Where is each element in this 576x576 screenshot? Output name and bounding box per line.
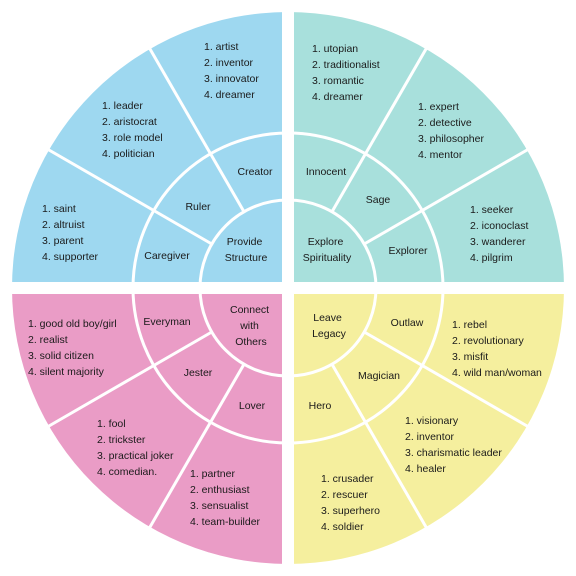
center-label-connect-with-others: Connect with Others bbox=[230, 304, 272, 348]
archetype-label-outlaw: Outlaw bbox=[391, 317, 424, 329]
center-label-leave-legacy: Leave Legacy bbox=[312, 312, 347, 340]
archetype-label-caregiver: Caregiver bbox=[144, 250, 190, 262]
spoke-line-60 bbox=[330, 46, 429, 213]
trait-list-innocent: 1. utopian 2. traditionalist 3. romantic… bbox=[312, 43, 383, 103]
archetype-label-jester: Jester bbox=[184, 367, 213, 379]
trait-list-caregiver: 1. saint 2. altruist 3. parent 4. suppor… bbox=[42, 203, 99, 263]
spoke-line-330 bbox=[363, 330, 530, 429]
archetype-label-lover: Lover bbox=[239, 400, 266, 412]
archetype-label-magician: Magician bbox=[358, 370, 400, 382]
archetype-label-sage: Sage bbox=[366, 194, 391, 206]
archetype-label-everyman: Everyman bbox=[143, 316, 190, 328]
trait-list-explorer: 1. seeker 2. iconoclast 3. wanderer 4. p… bbox=[470, 204, 531, 264]
trait-list-magician: 1. visionary 2. inventor 3. charismatic … bbox=[405, 415, 505, 475]
trait-list-ruler: 1. leader 2. aristocrat 3. role model 4.… bbox=[102, 100, 166, 160]
spoke-line-240 bbox=[147, 363, 246, 530]
center-label-explore-spirituality: Explore Spirituality bbox=[303, 236, 352, 264]
trait-list-everyman: 1. good old boy/girl 2. realist 3. solid… bbox=[28, 318, 120, 378]
quadrant-connect-with-others bbox=[12, 288, 288, 564]
quadrant-fill-pink bbox=[12, 288, 288, 564]
center-label-provide-structure: Provide Structure bbox=[225, 236, 268, 264]
spoke-line-210 bbox=[46, 330, 213, 429]
trait-list-lover: 1. partner 2. enthusiast 3. sensualist 4… bbox=[190, 468, 261, 528]
spoke-line-300 bbox=[330, 363, 429, 530]
archetype-label-creator: Creator bbox=[237, 166, 273, 178]
archetype-label-hero: Hero bbox=[309, 400, 332, 412]
wheel-labels: Provide Structure Explore Spirituality C… bbox=[28, 41, 542, 533]
trait-list-creator: 1. artist 2. inventor 3. innovator 4. dr… bbox=[204, 41, 262, 101]
quadrant-provide-structure bbox=[12, 12, 288, 288]
archetype-label-explorer: Explorer bbox=[388, 245, 428, 257]
trait-list-jester: 1. fool 2. trickster 3. practical joker … bbox=[97, 418, 176, 478]
spoke-line-120 bbox=[147, 46, 246, 213]
archetype-label-ruler: Ruler bbox=[185, 201, 211, 213]
quadrant-explore-spirituality bbox=[288, 12, 564, 288]
spoke-line-150 bbox=[46, 147, 213, 246]
quadrant-fill-blue bbox=[12, 12, 288, 288]
quadrant-fill-yellow bbox=[288, 288, 564, 564]
quadrant-leave-legacy bbox=[288, 288, 564, 564]
trait-list-hero: 1. crusader 2. rescuer 3. superhero 4. s… bbox=[321, 473, 383, 533]
wheel-dividers bbox=[10, 10, 566, 566]
trait-list-outlaw: 1. rebel 2. revolutionary 3. misfit 4. w… bbox=[452, 319, 542, 379]
spoke-line-30 bbox=[363, 147, 530, 246]
quadrant-fill-teal bbox=[288, 12, 564, 288]
trait-list-sage: 1. expert 2. detective 3. philosopher 4.… bbox=[418, 101, 487, 161]
archetype-label-innocent: Innocent bbox=[306, 166, 346, 178]
